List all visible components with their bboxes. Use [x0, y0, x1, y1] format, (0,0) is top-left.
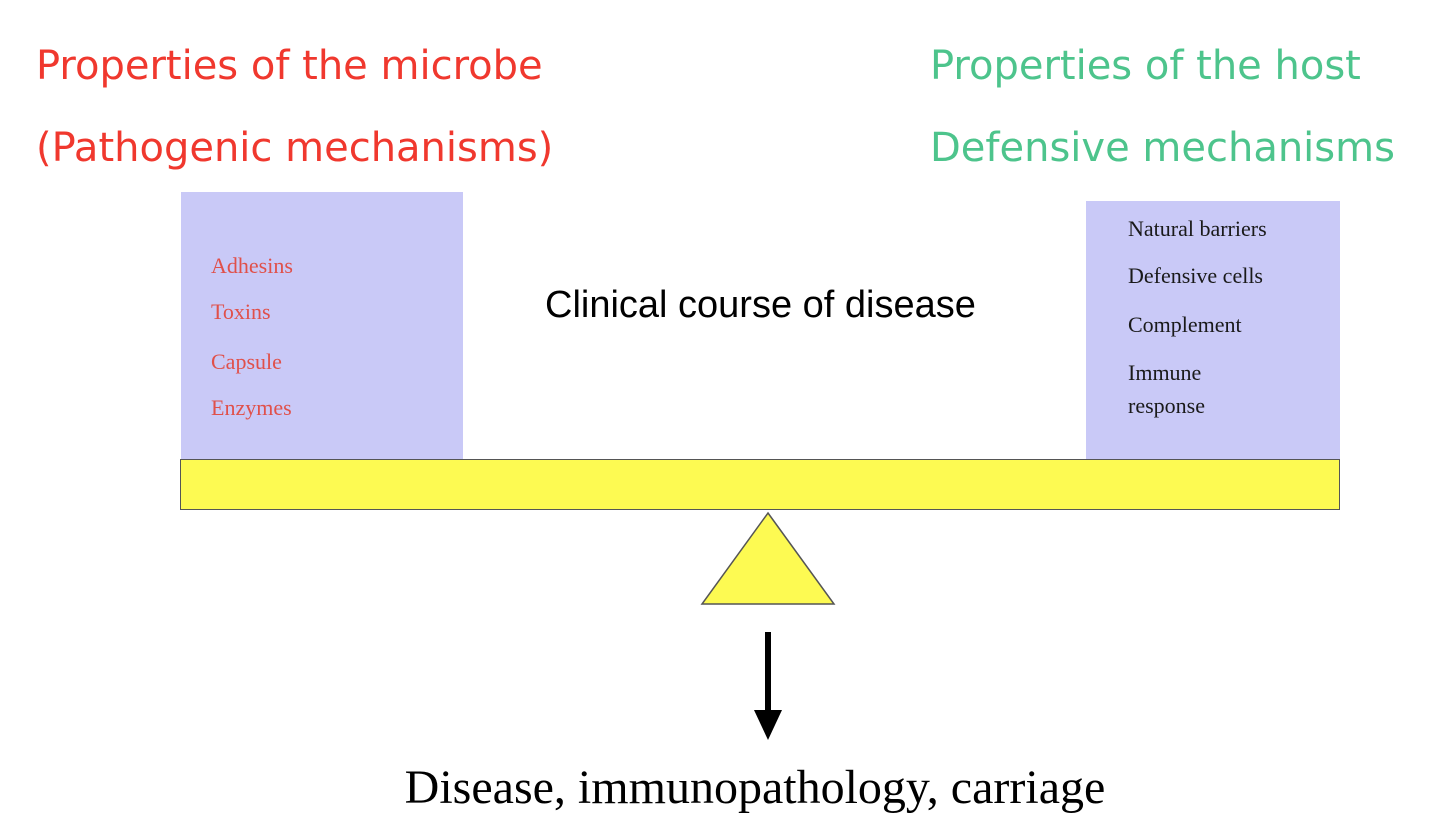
down-arrow-icon [754, 632, 782, 740]
host-item-natural-barriers: Natural barriers [1128, 216, 1267, 241]
microbe-item-enzymes: Enzymes [211, 395, 292, 420]
host-subtitle: Defensive mechanisms [930, 125, 1395, 171]
microbe-title: Properties of the microbe [36, 43, 543, 89]
host-properties-box: Natural barriers Defensive cells Complem… [1086, 201, 1340, 460]
host-item-immune-response: Immune response [1128, 360, 1205, 418]
microbe-subtitle: (Pathogenic mechanisms) [36, 125, 554, 171]
center-label: Clinical course of disease [545, 284, 976, 326]
host-title: Properties of the host [930, 43, 1361, 89]
microbe-item-adhesins: Adhesins [211, 253, 293, 278]
balance-beam [180, 459, 1340, 510]
microbe-properties-box: Adhesins Toxins Capsule Enzymes [181, 192, 463, 460]
fulcrum-triangle [700, 511, 836, 605]
microbe-item-capsule: Capsule [211, 349, 282, 374]
host-item-complement: Complement [1128, 312, 1242, 337]
outcome-label: Disease, immunopathology, carriage [404, 761, 1106, 814]
host-item-defensive-cells: Defensive cells [1128, 263, 1263, 288]
microbe-item-toxins: Toxins [211, 299, 271, 324]
